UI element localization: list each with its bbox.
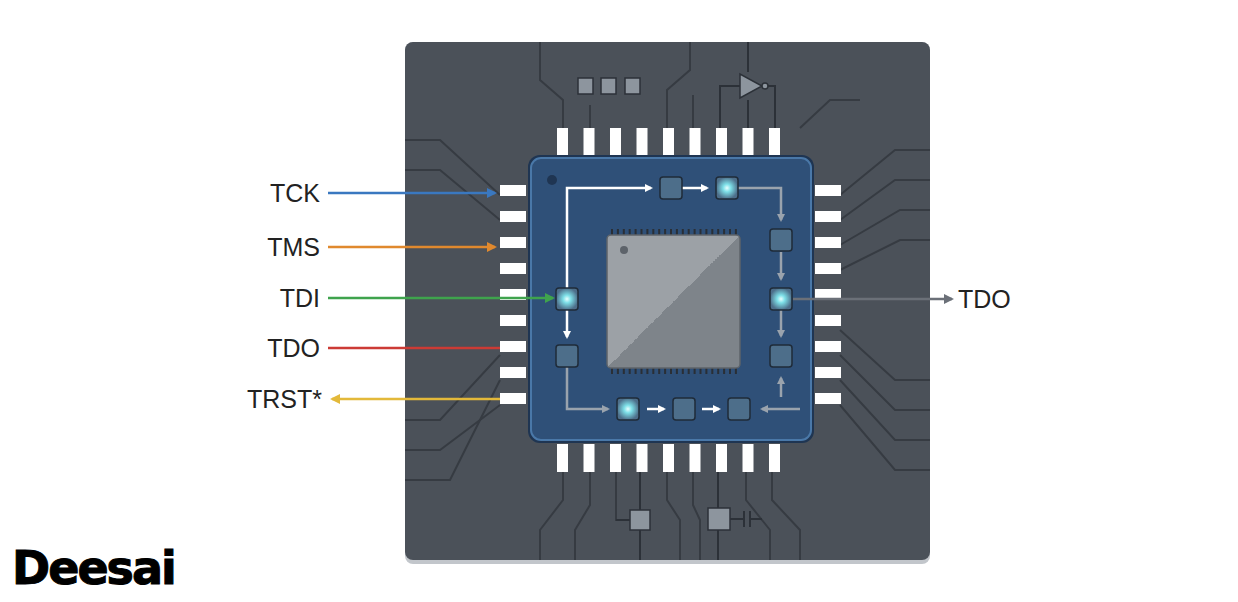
pin (500, 237, 526, 248)
pin (557, 128, 568, 155)
pin (815, 315, 841, 326)
pin (690, 128, 701, 155)
pin (584, 444, 595, 472)
pin (500, 341, 526, 352)
pin (610, 128, 621, 155)
signal-label: TMS (200, 232, 320, 262)
pin (743, 128, 754, 155)
watermark-logo: Deesai (12, 542, 212, 594)
pin (557, 444, 568, 472)
pin (500, 393, 526, 404)
pin (815, 211, 841, 222)
pin (716, 128, 727, 155)
pin (815, 185, 841, 196)
pin (743, 444, 754, 472)
pin (769, 128, 780, 155)
pin (663, 128, 674, 155)
signal-label: TDO (200, 333, 320, 363)
pin (500, 315, 526, 326)
pin (716, 444, 727, 472)
signal-label: TCK (200, 178, 320, 208)
pin (815, 367, 841, 378)
pin (690, 444, 701, 472)
pin (815, 263, 841, 274)
pin (500, 367, 526, 378)
signal-label: TDO (958, 284, 1078, 314)
pin (500, 185, 526, 196)
pin (769, 444, 780, 472)
pin (815, 393, 841, 404)
pin (584, 128, 595, 155)
pin (637, 444, 648, 472)
signal-label: TRST* (200, 384, 322, 414)
pin (610, 444, 621, 472)
pin (637, 128, 648, 155)
pin (663, 444, 674, 472)
pin (500, 211, 526, 222)
signal-label: TDI (200, 283, 320, 313)
pin (815, 237, 841, 248)
pin (500, 263, 526, 274)
pin (815, 341, 841, 352)
